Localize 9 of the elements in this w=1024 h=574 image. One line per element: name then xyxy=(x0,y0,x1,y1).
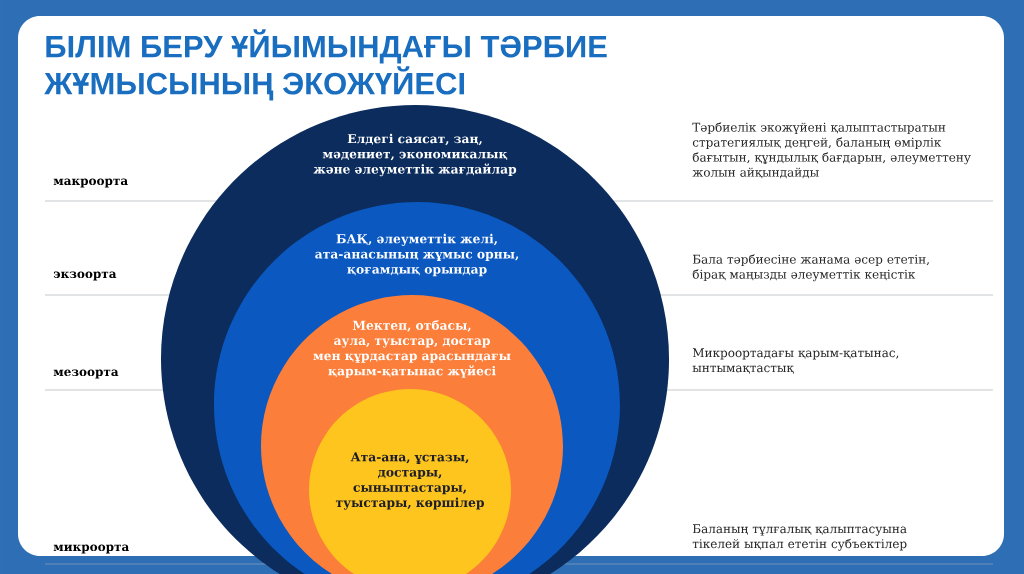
description-text: Баланың тұлғалық қалыптасуына тікелей ықпал ететін субъектілер xyxy=(692,524,907,551)
level-label: экзоорта xyxy=(53,271,117,281)
level-label: мезоорта xyxy=(53,369,119,379)
title: БІЛІМ БЕРУ ҰЙЫМЫНДАҒЫ ТӘРБИЕ ЖҰМЫСЫНЫҢ ЭКОЖҮЙЕСІ xyxy=(44,29,607,101)
level-label: макроорта xyxy=(53,178,128,188)
description-text: Тәрбиелік экожүйені қалыптастыратын стратегиялық деңгей, баланың өмірлік бағытын, құндылық бағдарын, әлеуметтену жолын айқындайды xyxy=(692,122,971,179)
description-text: Микроортадағы қарым-қатынас, ынтымақтастық xyxy=(692,348,899,374)
description-text: Бала тәрбиесіне жанама әсер ететін, бірақ маңызды әлеуметтік кеңістік xyxy=(692,254,929,282)
level-label: микроорта xyxy=(53,544,129,554)
